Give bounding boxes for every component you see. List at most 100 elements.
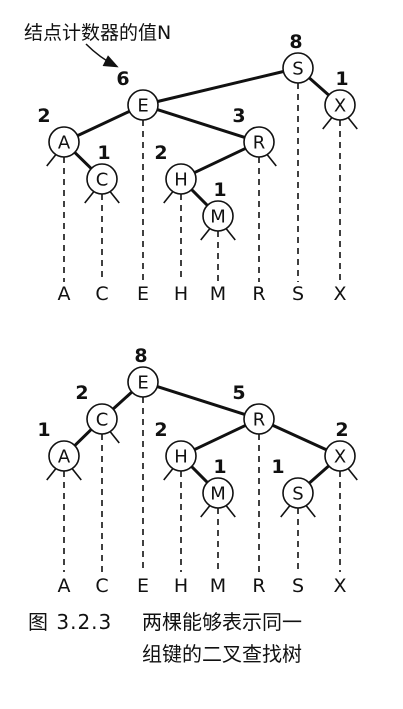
node-label-H: H xyxy=(174,447,188,468)
edge-E-A xyxy=(76,109,131,138)
key-row-label-R: R xyxy=(252,283,265,305)
key-row-label-M: M xyxy=(210,283,226,305)
node-circle-S xyxy=(282,477,314,509)
node-circle-S xyxy=(282,52,314,84)
subtree-count-H: 2 xyxy=(154,419,167,441)
annotation-arrow xyxy=(85,43,119,68)
null-link-M-right xyxy=(225,505,236,518)
subtree-count-S: 8 xyxy=(289,31,302,53)
node-circle-E xyxy=(127,89,159,121)
node-label-H: H xyxy=(174,170,188,191)
null-link-A-left xyxy=(46,468,57,481)
node-label-E: E xyxy=(137,373,148,394)
key-row-label-M: M xyxy=(210,575,226,597)
edge-H-M xyxy=(190,188,209,207)
node-circle-E xyxy=(127,366,159,398)
key-row-label-E: E xyxy=(137,283,149,305)
subtree-count-C: 1 xyxy=(97,142,110,164)
edge-E-R xyxy=(155,108,247,139)
null-link-A-left xyxy=(46,154,57,167)
key-row-label-H: H xyxy=(174,575,188,597)
null-link-X-right xyxy=(347,117,358,130)
caption-line-2: 组键的二叉查找树 xyxy=(142,642,302,666)
null-link-C-left xyxy=(84,191,95,204)
edge-R-X xyxy=(271,423,328,452)
node-circle-M xyxy=(202,200,234,232)
null-link-S-left xyxy=(280,505,291,518)
node-circle-A xyxy=(48,126,80,158)
key-row-label-S: S xyxy=(292,575,304,597)
key-row-label-A: A xyxy=(58,283,71,305)
figure-number: 图 3.2.3 xyxy=(28,610,113,634)
node-circle-M xyxy=(202,477,234,509)
key-row-label-A: A xyxy=(58,575,71,597)
subtree-count-E: 8 xyxy=(134,345,147,367)
key-row-label-E: E xyxy=(137,575,149,597)
node-circle-X xyxy=(324,440,356,472)
node-label-C: C xyxy=(96,170,109,191)
edge-E-C xyxy=(111,390,134,411)
edge-A-C xyxy=(73,150,93,171)
node-label-S: S xyxy=(292,59,303,80)
null-link-X-right xyxy=(347,468,358,481)
edge-C-A xyxy=(73,427,93,448)
edge-S-E xyxy=(156,69,285,104)
subtree-count-E: 6 xyxy=(116,68,129,90)
subtree-count-M: 1 xyxy=(213,179,226,201)
subtree-count-R: 3 xyxy=(232,105,245,127)
null-link-S-right xyxy=(305,505,316,518)
edge-X-S xyxy=(307,464,331,485)
subtree-count-R: 5 xyxy=(232,382,245,404)
subtree-count-S: 1 xyxy=(271,456,284,478)
node-label-E: E xyxy=(137,96,148,117)
node-label-X: X xyxy=(334,447,346,468)
node-circle-R xyxy=(243,126,275,158)
null-link-H-left xyxy=(163,468,174,481)
node-circle-C xyxy=(86,163,118,195)
node-label-A: A xyxy=(58,447,71,468)
subtree-count-H: 2 xyxy=(154,142,167,164)
null-link-M-left xyxy=(200,228,211,241)
key-row-label-X: X xyxy=(333,575,346,597)
node-circle-H xyxy=(165,440,197,472)
key-row-label-C: C xyxy=(95,283,108,305)
node-circle-C xyxy=(86,403,118,435)
node-label-M: M xyxy=(210,207,226,228)
edge-E-R xyxy=(155,385,247,416)
node-label-M: M xyxy=(210,484,226,505)
key-row-label-H: H xyxy=(174,283,188,305)
key-row-label-X: X xyxy=(333,283,346,305)
node-counter-annotation: 结点计数器的值N xyxy=(24,22,172,44)
node-label-R: R xyxy=(253,133,266,154)
node-circle-A xyxy=(48,440,80,472)
subtree-count-C: 2 xyxy=(75,382,88,404)
node-circle-X xyxy=(324,89,356,121)
caption-line-1: 两棵能够表示同一 xyxy=(142,610,302,634)
subtree-count-X: 1 xyxy=(335,68,348,90)
node-circle-R xyxy=(243,403,275,435)
edge-S-X xyxy=(307,76,331,97)
key-row-label-S: S xyxy=(292,283,304,305)
null-link-M-right xyxy=(225,228,236,241)
edge-H-M xyxy=(190,465,209,484)
null-link-H-left xyxy=(163,191,174,204)
node-circle-H xyxy=(165,163,197,195)
null-link-M-left xyxy=(200,505,211,518)
edge-R-H xyxy=(193,423,247,452)
null-link-C-right xyxy=(109,191,120,204)
node-label-A: A xyxy=(58,133,71,154)
null-link-R-right xyxy=(266,154,277,167)
node-label-R: R xyxy=(253,410,266,431)
edge-R-H xyxy=(193,146,247,175)
node-label-S: S xyxy=(292,484,303,505)
key-row-label-C: C xyxy=(95,575,108,597)
null-link-A-right xyxy=(71,468,82,481)
null-link-X-left xyxy=(322,117,333,130)
subtree-count-M: 1 xyxy=(213,456,226,478)
node-label-X: X xyxy=(334,96,346,117)
subtree-count-A: 2 xyxy=(37,105,50,127)
key-row-label-R: R xyxy=(252,575,265,597)
